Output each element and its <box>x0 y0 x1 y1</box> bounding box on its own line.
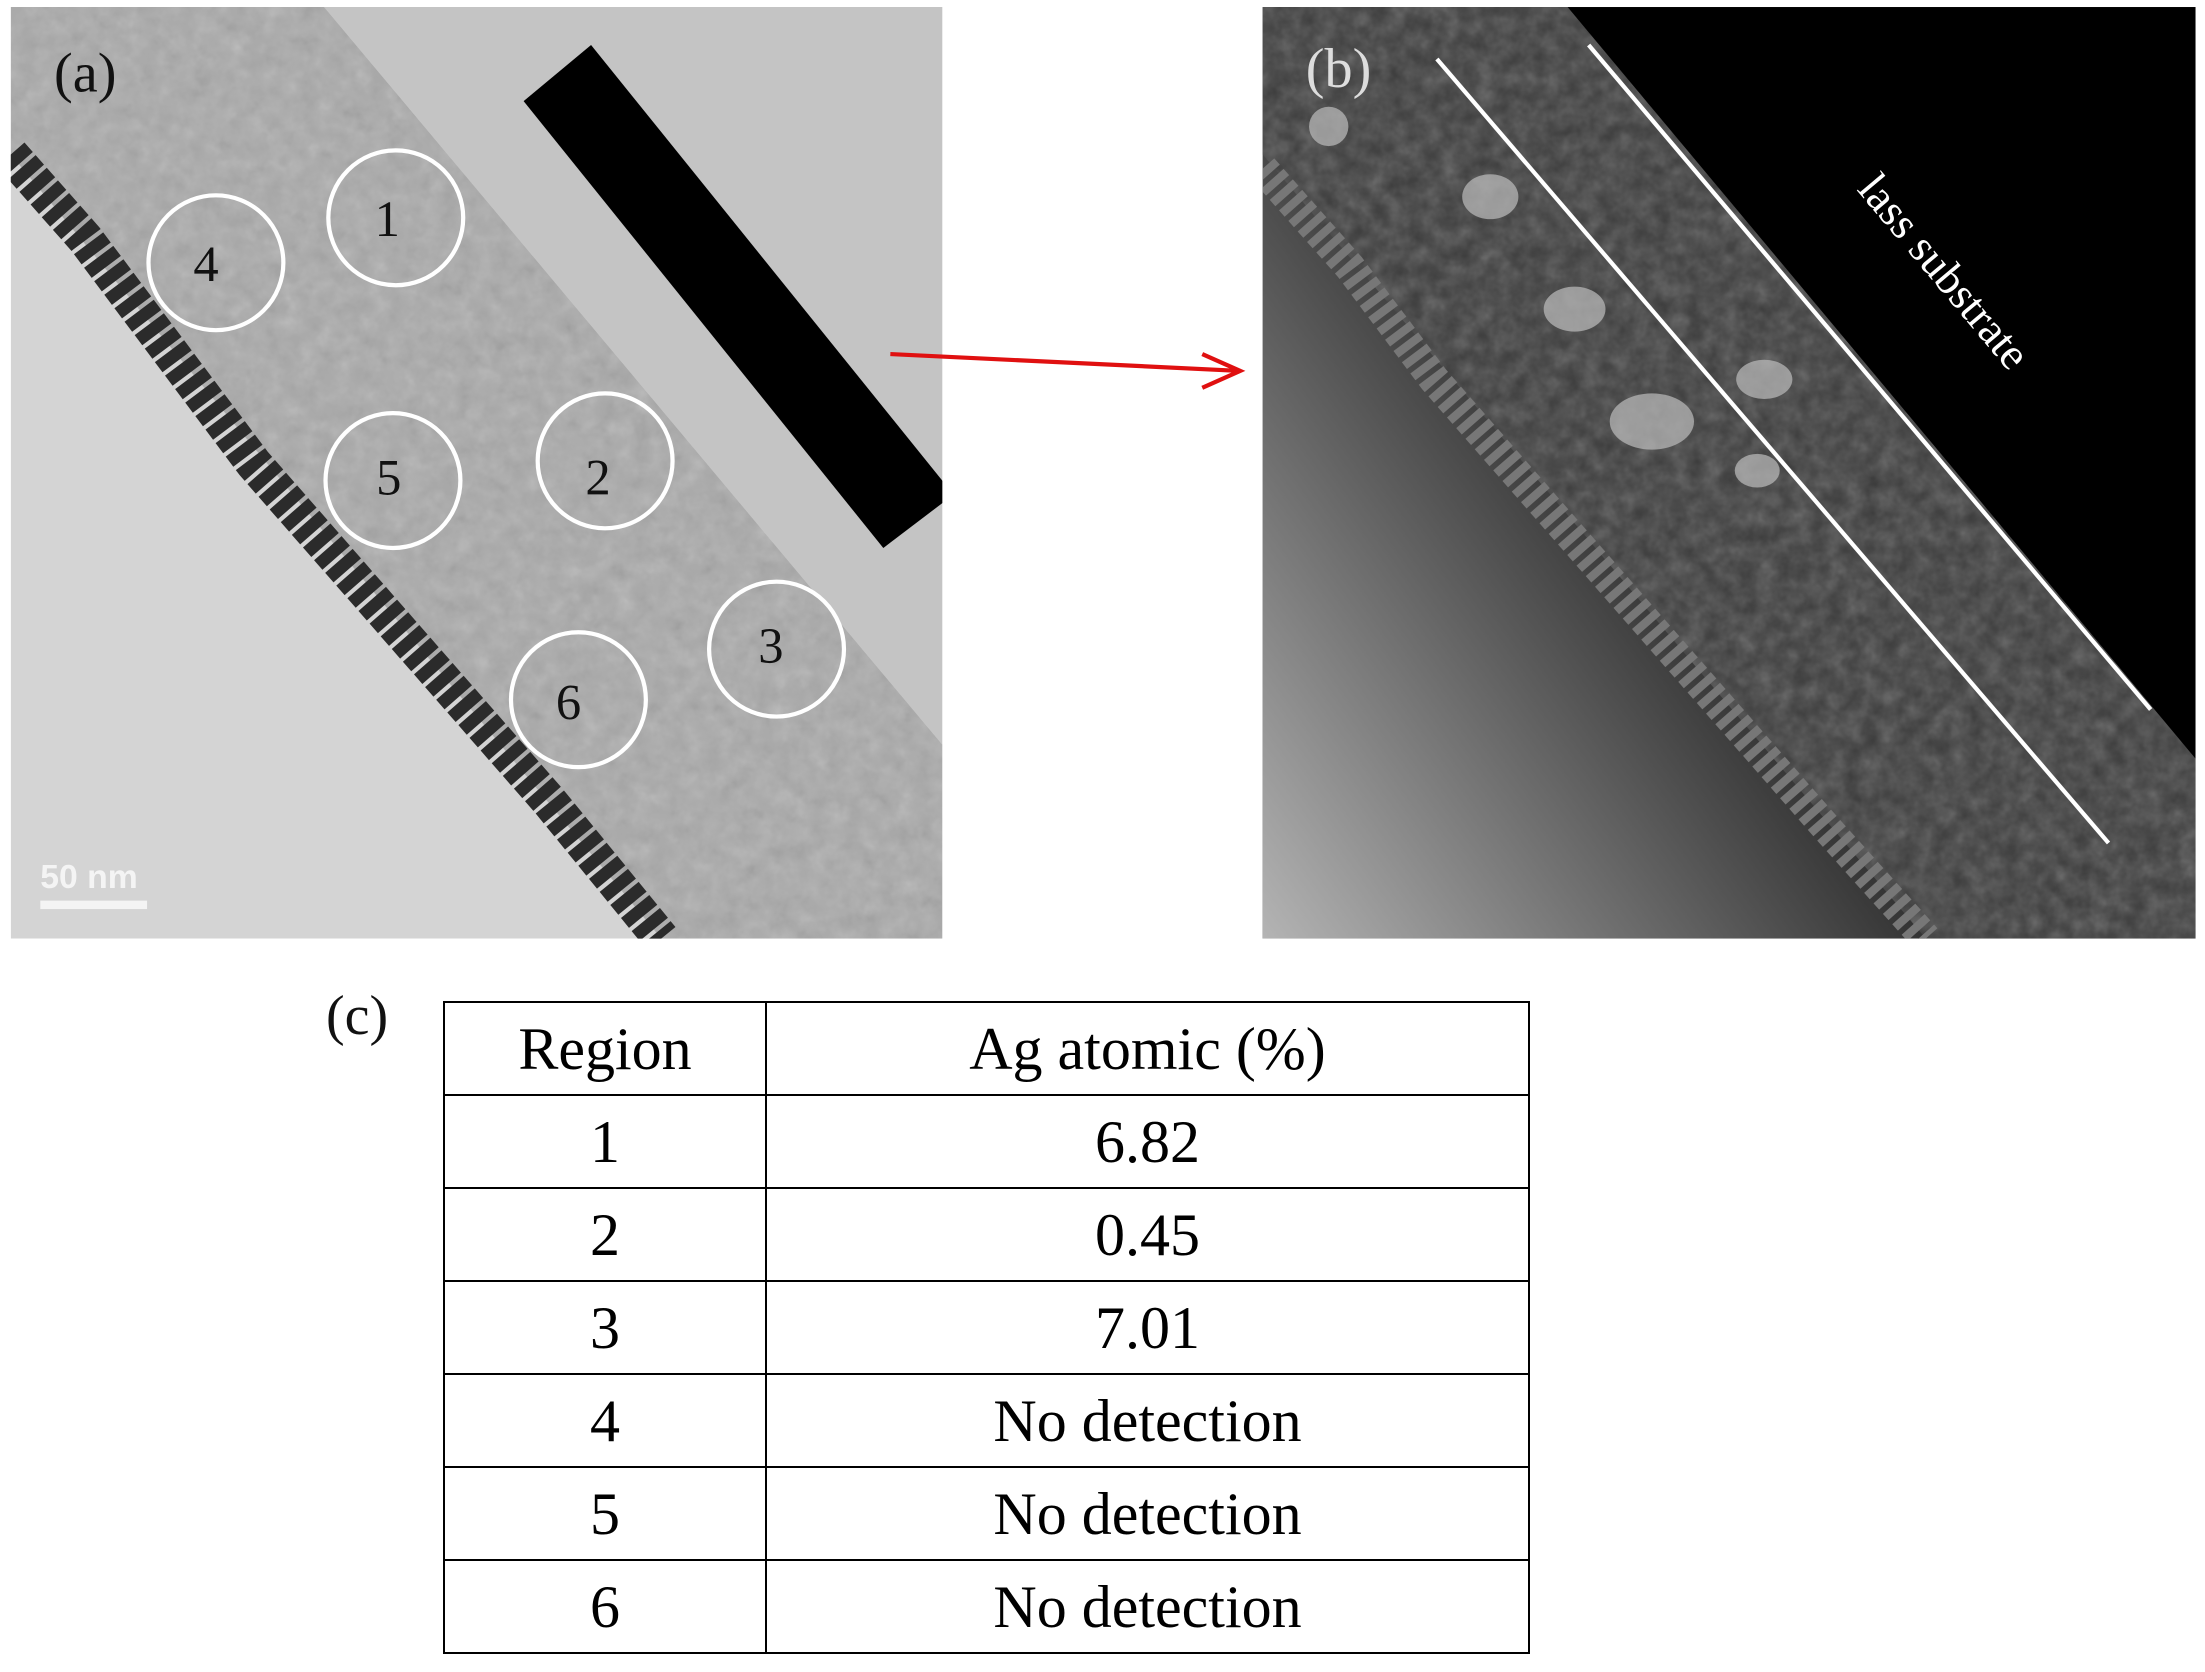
region-4-label: 4 <box>193 236 218 292</box>
panel-a-label: (a) <box>54 42 116 104</box>
region-cell: 6 <box>443 1559 767 1654</box>
value-cell: No detection <box>765 1559 1530 1654</box>
region-cell: 3 <box>443 1280 767 1375</box>
boundary-line <box>1435 57 2111 845</box>
region-3-label: 3 <box>758 618 783 674</box>
panel-c-label: (c) <box>326 985 389 1047</box>
scale-bar-label: 50 nm <box>40 858 137 896</box>
tem-image-a: 1 2 3 4 5 6 (a) 50 nm <box>10 7 943 939</box>
region-6-label: 6 <box>556 674 581 730</box>
value-cell: No detection <box>765 1373 1530 1468</box>
region-2-label: 2 <box>585 450 610 506</box>
black-bar <box>523 44 943 548</box>
header-region: Region <box>443 1001 767 1096</box>
value-cell: 7.01 <box>765 1280 1530 1375</box>
red-arrow <box>890 351 1246 390</box>
value-cell: No detection <box>765 1466 1530 1561</box>
region-cell: 1 <box>443 1094 767 1189</box>
tem-image-b: lass substrate (b) <box>1262 7 2196 939</box>
region-cell: 5 <box>443 1466 767 1561</box>
region-cell: 4 <box>443 1373 767 1468</box>
value-cell: 0.45 <box>765 1187 1530 1282</box>
panel-b-label: (b) <box>1306 38 1372 100</box>
value-cell: 6.82 <box>765 1094 1530 1189</box>
region-5-label: 5 <box>376 450 401 506</box>
boundary-line <box>1587 43 2153 711</box>
scale-bar <box>40 900 148 910</box>
region-cell: 2 <box>443 1187 767 1282</box>
header-ag-atomic: Ag atomic (%) <box>765 1001 1530 1096</box>
table-header-row: Region Ag atomic (%) <box>443 1001 1530 1096</box>
region-1-label: 1 <box>375 191 400 247</box>
